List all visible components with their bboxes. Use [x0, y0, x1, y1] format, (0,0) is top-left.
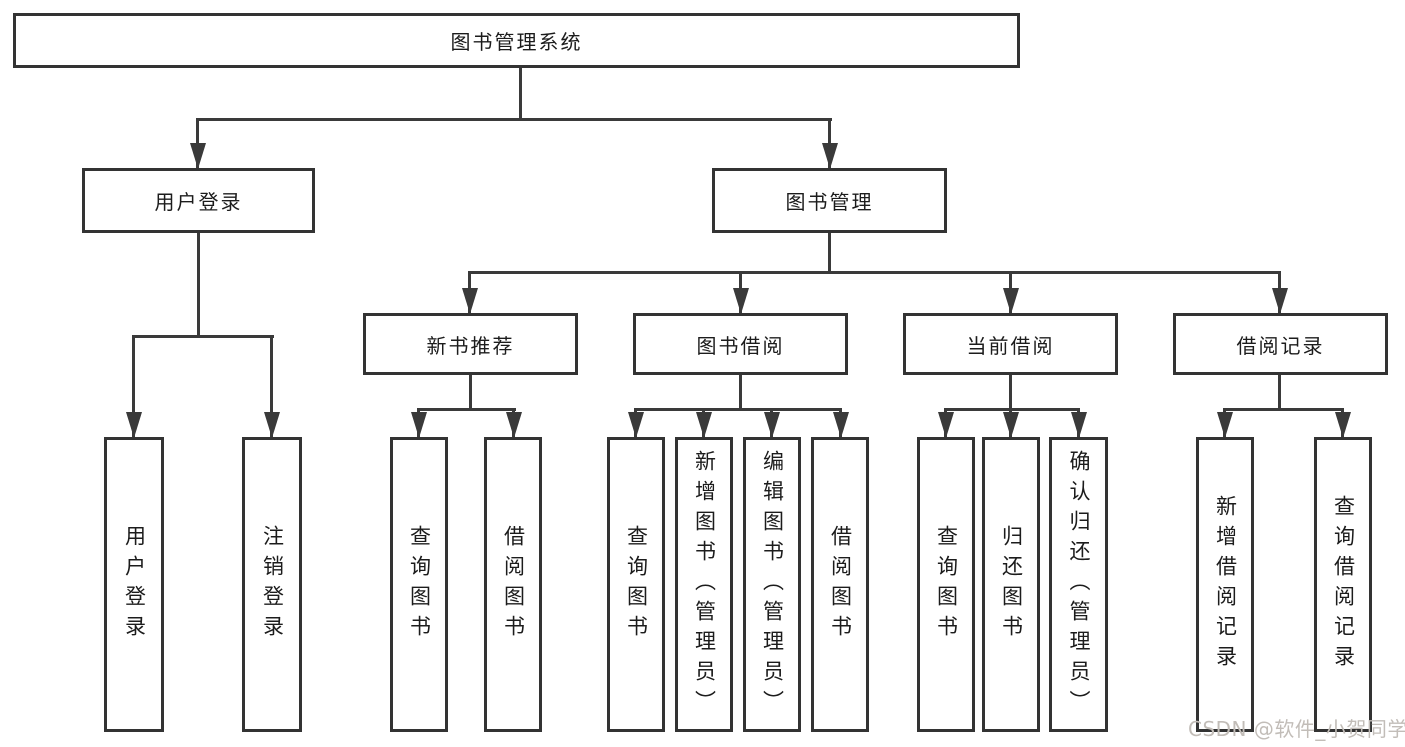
arrow-down-icon: [1278, 271, 1281, 313]
leaf-borrow-books-1: 借阅图书: [484, 437, 542, 732]
leaf-borrow-books-2: 借阅图书: [811, 437, 869, 732]
leaf-add-book-admin: 新增图书（管理员）: [675, 437, 733, 732]
node-borrow-records-label: 借阅记录: [1236, 333, 1325, 358]
connector-segment: [519, 67, 522, 119]
connector-segment: [197, 233, 200, 335]
leaf-add-borrow-record-label: 新增借阅记录: [1213, 494, 1238, 675]
node-book-borrow: 图书借阅: [633, 313, 848, 375]
node-user-login-label: 用户登录: [154, 190, 243, 214]
leaf-borrow-books-2-label: 借阅图书: [828, 524, 853, 645]
node-new-book-recommend-label: 新书推荐: [426, 333, 515, 358]
connector-segment: [197, 118, 832, 121]
leaf-query-books-3-label: 查询图书: [934, 524, 959, 645]
arrow-down-icon: [702, 408, 705, 437]
leaf-query-books-1-label: 查询图书: [407, 524, 432, 645]
node-current-borrow: 当前借阅: [903, 313, 1118, 375]
node-book-management-label: 图书管理: [785, 190, 874, 214]
connector-segment: [945, 408, 1080, 411]
node-borrow-records: 借阅记录: [1173, 313, 1388, 375]
arrow-down-icon: [417, 408, 420, 437]
leaf-query-borrow-record-label: 查询借阅记录: [1331, 494, 1356, 675]
node-root-label: 图书管理系统: [450, 30, 583, 54]
connector-segment: [133, 335, 274, 338]
leaf-query-borrow-record: 查询借阅记录: [1314, 437, 1372, 732]
connector-segment: [1224, 408, 1344, 411]
arrow-down-icon: [512, 408, 515, 437]
node-book-management: 图书管理: [712, 168, 947, 233]
leaf-confirm-return-admin: 确认归还（管理员）: [1049, 437, 1108, 732]
leaf-logout: 注销登录: [242, 437, 302, 732]
arrow-down-icon: [634, 408, 637, 437]
connector-segment: [828, 233, 831, 273]
arrow-down-icon: [1077, 408, 1080, 437]
leaf-edit-book-admin-label: 编辑图书（管理员）: [760, 449, 785, 720]
arrow-down-icon: [1009, 408, 1012, 437]
leaf-user-login-label: 用户登录: [122, 524, 147, 645]
leaf-query-books-2: 查询图书: [607, 437, 665, 732]
connector-segment: [1009, 375, 1012, 408]
leaf-edit-book-admin: 编辑图书（管理员）: [743, 437, 801, 732]
arrow-down-icon: [270, 335, 273, 437]
connector-segment: [469, 375, 472, 408]
connector-segment: [739, 375, 742, 408]
connector-segment: [635, 408, 842, 411]
arrow-down-icon: [1223, 408, 1226, 437]
connector-segment: [1278, 375, 1281, 408]
connector-segment: [468, 271, 1281, 274]
arrow-down-icon: [770, 408, 773, 437]
csdn-watermark: CSDN @软件_小贺同学: [1188, 717, 1405, 741]
arrow-down-icon: [468, 271, 471, 313]
leaf-logout-label: 注销登录: [260, 524, 285, 645]
node-current-borrow-label: 当前借阅: [966, 333, 1055, 358]
arrow-down-icon: [1341, 408, 1344, 437]
arrow-down-icon: [739, 271, 742, 313]
leaf-user-login: 用户登录: [104, 437, 164, 732]
arrow-down-icon: [132, 335, 135, 437]
leaf-add-borrow-record: 新增借阅记录: [1196, 437, 1254, 732]
node-user-login: 用户登录: [82, 168, 315, 233]
leaf-query-books-3: 查询图书: [917, 437, 975, 732]
node-book-borrow-label: 图书借阅: [696, 333, 785, 358]
arrow-down-icon: [828, 118, 831, 168]
arrow-down-icon: [1009, 271, 1012, 313]
node-new-book-recommend: 新书推荐: [363, 313, 578, 375]
leaf-borrow-books-1-label: 借阅图书: [501, 524, 526, 645]
leaf-return-book-label: 归还图书: [999, 524, 1024, 645]
arrow-down-icon: [196, 118, 199, 168]
leaf-add-book-admin-label: 新增图书（管理员）: [692, 449, 717, 720]
leaf-query-books-2-label: 查询图书: [624, 524, 649, 645]
connector-segment: [418, 408, 516, 411]
leaf-query-books-1: 查询图书: [390, 437, 448, 732]
arrow-down-icon: [839, 408, 842, 437]
leaf-confirm-return-admin-label: 确认归还（管理员）: [1067, 449, 1091, 720]
node-root: 图书管理系统: [13, 13, 1020, 68]
leaf-return-book: 归还图书: [982, 437, 1040, 732]
arrow-down-icon: [944, 408, 947, 437]
